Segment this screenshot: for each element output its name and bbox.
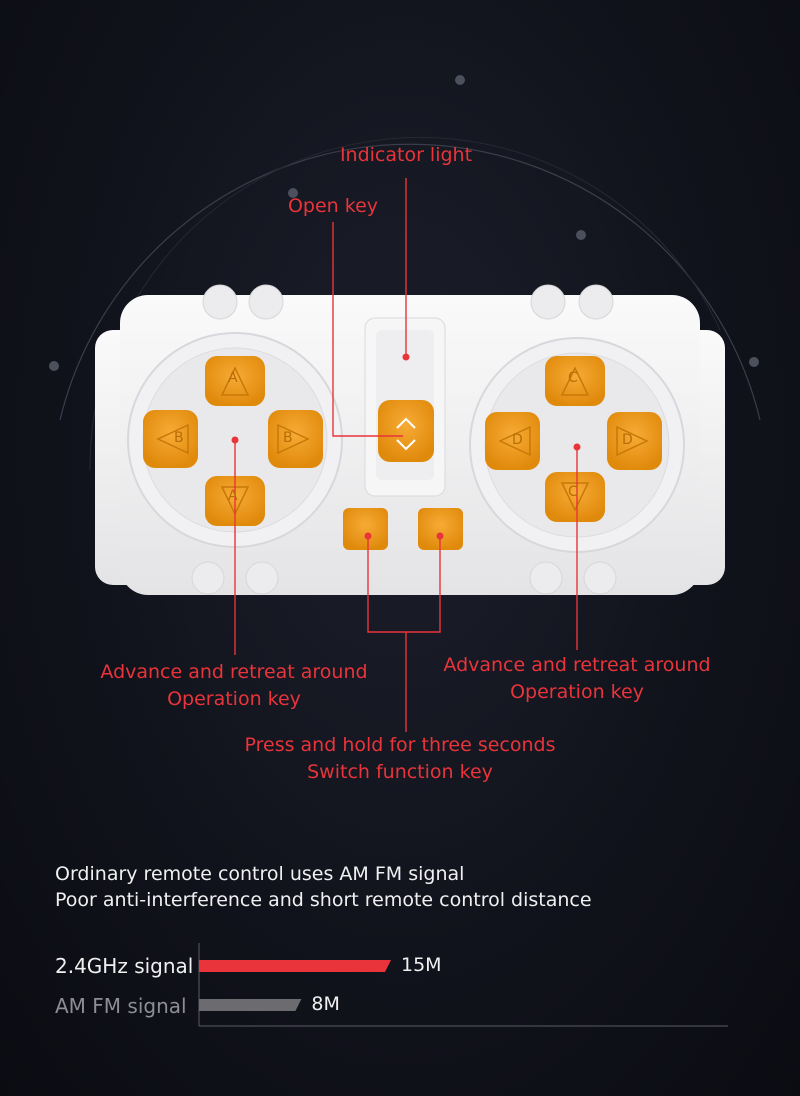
right-dpad [485,356,662,522]
right-operation-line2: Operation key [510,681,644,703]
right-pad-left-letter: D [512,432,523,448]
switch-line2: Switch function key [307,761,493,783]
switch-line1: Press and hold for three seconds [244,734,556,756]
right-operation-line1: Advance and retreat around [443,654,711,676]
indicator-light-label: Indicator light [339,144,473,166]
open-key-label: Open key [287,195,379,217]
right-operation-key-label: Advance and retreat around Operation key [427,652,727,706]
left-pad-right-letter: B [283,430,293,446]
right-pad-down-letter: C [568,484,578,500]
center-controls [343,400,463,550]
callout-dots [231,353,581,540]
signal-value-amfm: 8M [311,993,340,1015]
switch-function-key-label: Press and hold for three seconds Switch … [222,732,578,786]
left-operation-line2: Operation key [167,688,301,710]
left-pad-left-letter: B [174,430,184,446]
info-line-1: Ordinary remote control uses AM FM signa… [55,863,465,885]
left-pad-up-letter: A [228,370,238,386]
left-operation-line1: Advance and retreat around [100,661,368,683]
info-line-2: Poor anti-interference and short remote … [55,889,592,911]
left-operation-key-label: Advance and retreat around Operation key [84,659,384,713]
signal-value-24ghz: 15M [401,954,442,976]
callout-lines [234,178,578,732]
right-pad-up-letter: C [568,370,578,386]
right-pad-right-letter: D [622,432,633,448]
signal-label-amfm: AM FM signal [55,994,187,1018]
left-pad-down-letter: A [228,488,238,504]
signal-label-24ghz: 2.4GHz signal [55,954,194,978]
